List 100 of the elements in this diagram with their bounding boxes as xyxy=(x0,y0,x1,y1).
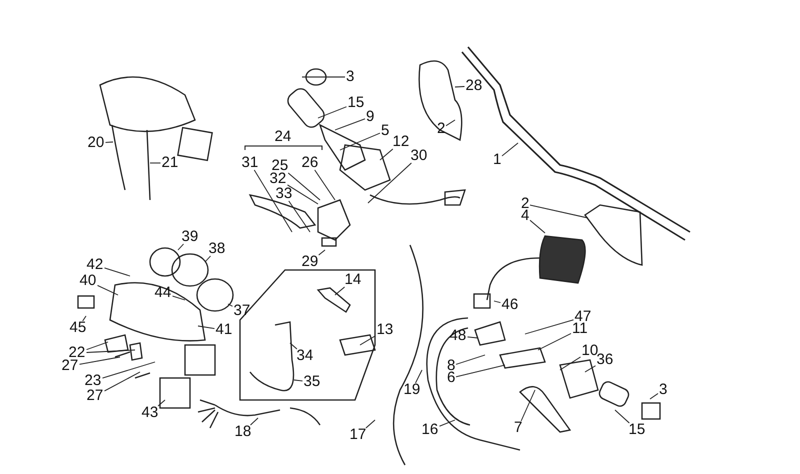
leader-line xyxy=(584,365,596,372)
callout-number: 44 xyxy=(154,285,172,301)
callout-number: 43 xyxy=(142,405,158,421)
leader-line xyxy=(456,354,486,365)
callout-number: 13 xyxy=(376,322,394,338)
leader-line xyxy=(158,400,166,406)
leader-line xyxy=(198,326,215,329)
leader-line xyxy=(86,342,108,350)
callout-number: 35 xyxy=(304,374,320,390)
callout-number: 31 xyxy=(242,155,258,171)
leader-line xyxy=(560,356,581,370)
leader-line xyxy=(318,250,326,256)
callout-number: 33 xyxy=(276,186,292,202)
callout-number: 36 xyxy=(596,352,614,368)
callout-number: 32 xyxy=(270,171,286,187)
leader-line xyxy=(318,106,347,118)
leader-line xyxy=(288,172,320,200)
callout-number: 45 xyxy=(70,320,86,336)
leader-line xyxy=(340,132,380,150)
callout-number: 11 xyxy=(572,321,588,337)
callout-number: 17 xyxy=(350,427,366,443)
callout-number: 40 xyxy=(80,273,96,289)
callout-number: 19 xyxy=(404,382,420,398)
callout-number: 26 xyxy=(302,155,318,171)
leader-line xyxy=(494,300,501,304)
callout-number: 5 xyxy=(381,123,390,139)
callout-number: 27 xyxy=(86,388,104,404)
callout-number: 15 xyxy=(348,95,364,111)
callout-number: 48 xyxy=(450,328,466,344)
leader-line xyxy=(524,319,574,334)
callout-number: 14 xyxy=(344,272,362,288)
leader-line xyxy=(530,220,546,234)
leader-line xyxy=(446,120,456,126)
callout-number: 38 xyxy=(208,241,226,257)
callout-number: 29 xyxy=(302,254,318,270)
callout-number: 12 xyxy=(392,134,410,150)
leader-line xyxy=(454,86,465,88)
leader-line xyxy=(104,372,140,392)
callout-number: 4 xyxy=(521,208,530,224)
leader-line xyxy=(294,380,303,382)
callout-number: 10 xyxy=(582,343,598,359)
callout-number: 23 xyxy=(84,373,102,389)
callout-number: 3 xyxy=(659,382,668,398)
leader-line xyxy=(538,333,572,350)
leader-line xyxy=(467,336,478,338)
leader-line xyxy=(360,335,376,346)
callout-number: 24 xyxy=(274,129,292,145)
callout-number: 9 xyxy=(366,109,374,125)
callout-number: 25 xyxy=(272,158,288,174)
leader-line xyxy=(104,268,130,276)
leader-line xyxy=(650,393,658,400)
callout-number: 39 xyxy=(182,229,198,245)
callout-number: 42 xyxy=(86,257,104,273)
callout-number: 41 xyxy=(216,322,232,338)
leader-line xyxy=(82,316,86,322)
callout-number: 46 xyxy=(502,297,518,313)
leader-line xyxy=(334,286,346,296)
leader-line xyxy=(250,418,258,426)
leader-line xyxy=(105,142,114,143)
callout-number: 37 xyxy=(234,303,250,319)
leader-line xyxy=(380,148,394,160)
callout-number: 28 xyxy=(466,78,482,94)
leader-line xyxy=(302,76,346,78)
leader-line xyxy=(228,304,233,307)
leader-line xyxy=(520,390,536,422)
callout-number: 16 xyxy=(422,422,438,438)
callout-number: 21 xyxy=(162,155,178,171)
leader-line xyxy=(365,420,376,428)
leader-line xyxy=(439,420,456,427)
callout-number: 6 xyxy=(447,370,456,386)
callout-number: 22 xyxy=(68,345,86,361)
callout-number: 30 xyxy=(410,148,428,164)
callout-number: 34 xyxy=(296,348,314,364)
leader-line xyxy=(254,170,292,232)
leader-line xyxy=(530,204,588,218)
leader-line xyxy=(102,362,156,379)
leader-line xyxy=(79,356,120,365)
leader-line xyxy=(368,162,412,204)
leader-line xyxy=(290,342,298,350)
leader-line xyxy=(334,118,366,130)
leader-line xyxy=(150,162,161,164)
callout-number: 27 xyxy=(62,358,78,374)
leader-line xyxy=(172,296,186,300)
leader-line xyxy=(288,200,310,232)
callout-number: 7 xyxy=(514,420,522,436)
leader-line xyxy=(204,256,211,262)
leader-line xyxy=(502,142,518,156)
callout-number: 3 xyxy=(346,69,354,85)
leader-line xyxy=(456,364,506,378)
leader-line xyxy=(415,370,422,384)
leader-line xyxy=(86,350,136,353)
leader-line xyxy=(314,170,336,200)
callout-number: 20 xyxy=(88,135,104,151)
leader-line xyxy=(614,410,630,424)
callout-number: 1 xyxy=(493,152,502,168)
callout-number: 18 xyxy=(234,424,252,440)
leader-line xyxy=(178,244,184,250)
leader-line xyxy=(97,284,118,296)
callout-number: 15 xyxy=(628,422,646,438)
leader-line xyxy=(287,184,318,204)
